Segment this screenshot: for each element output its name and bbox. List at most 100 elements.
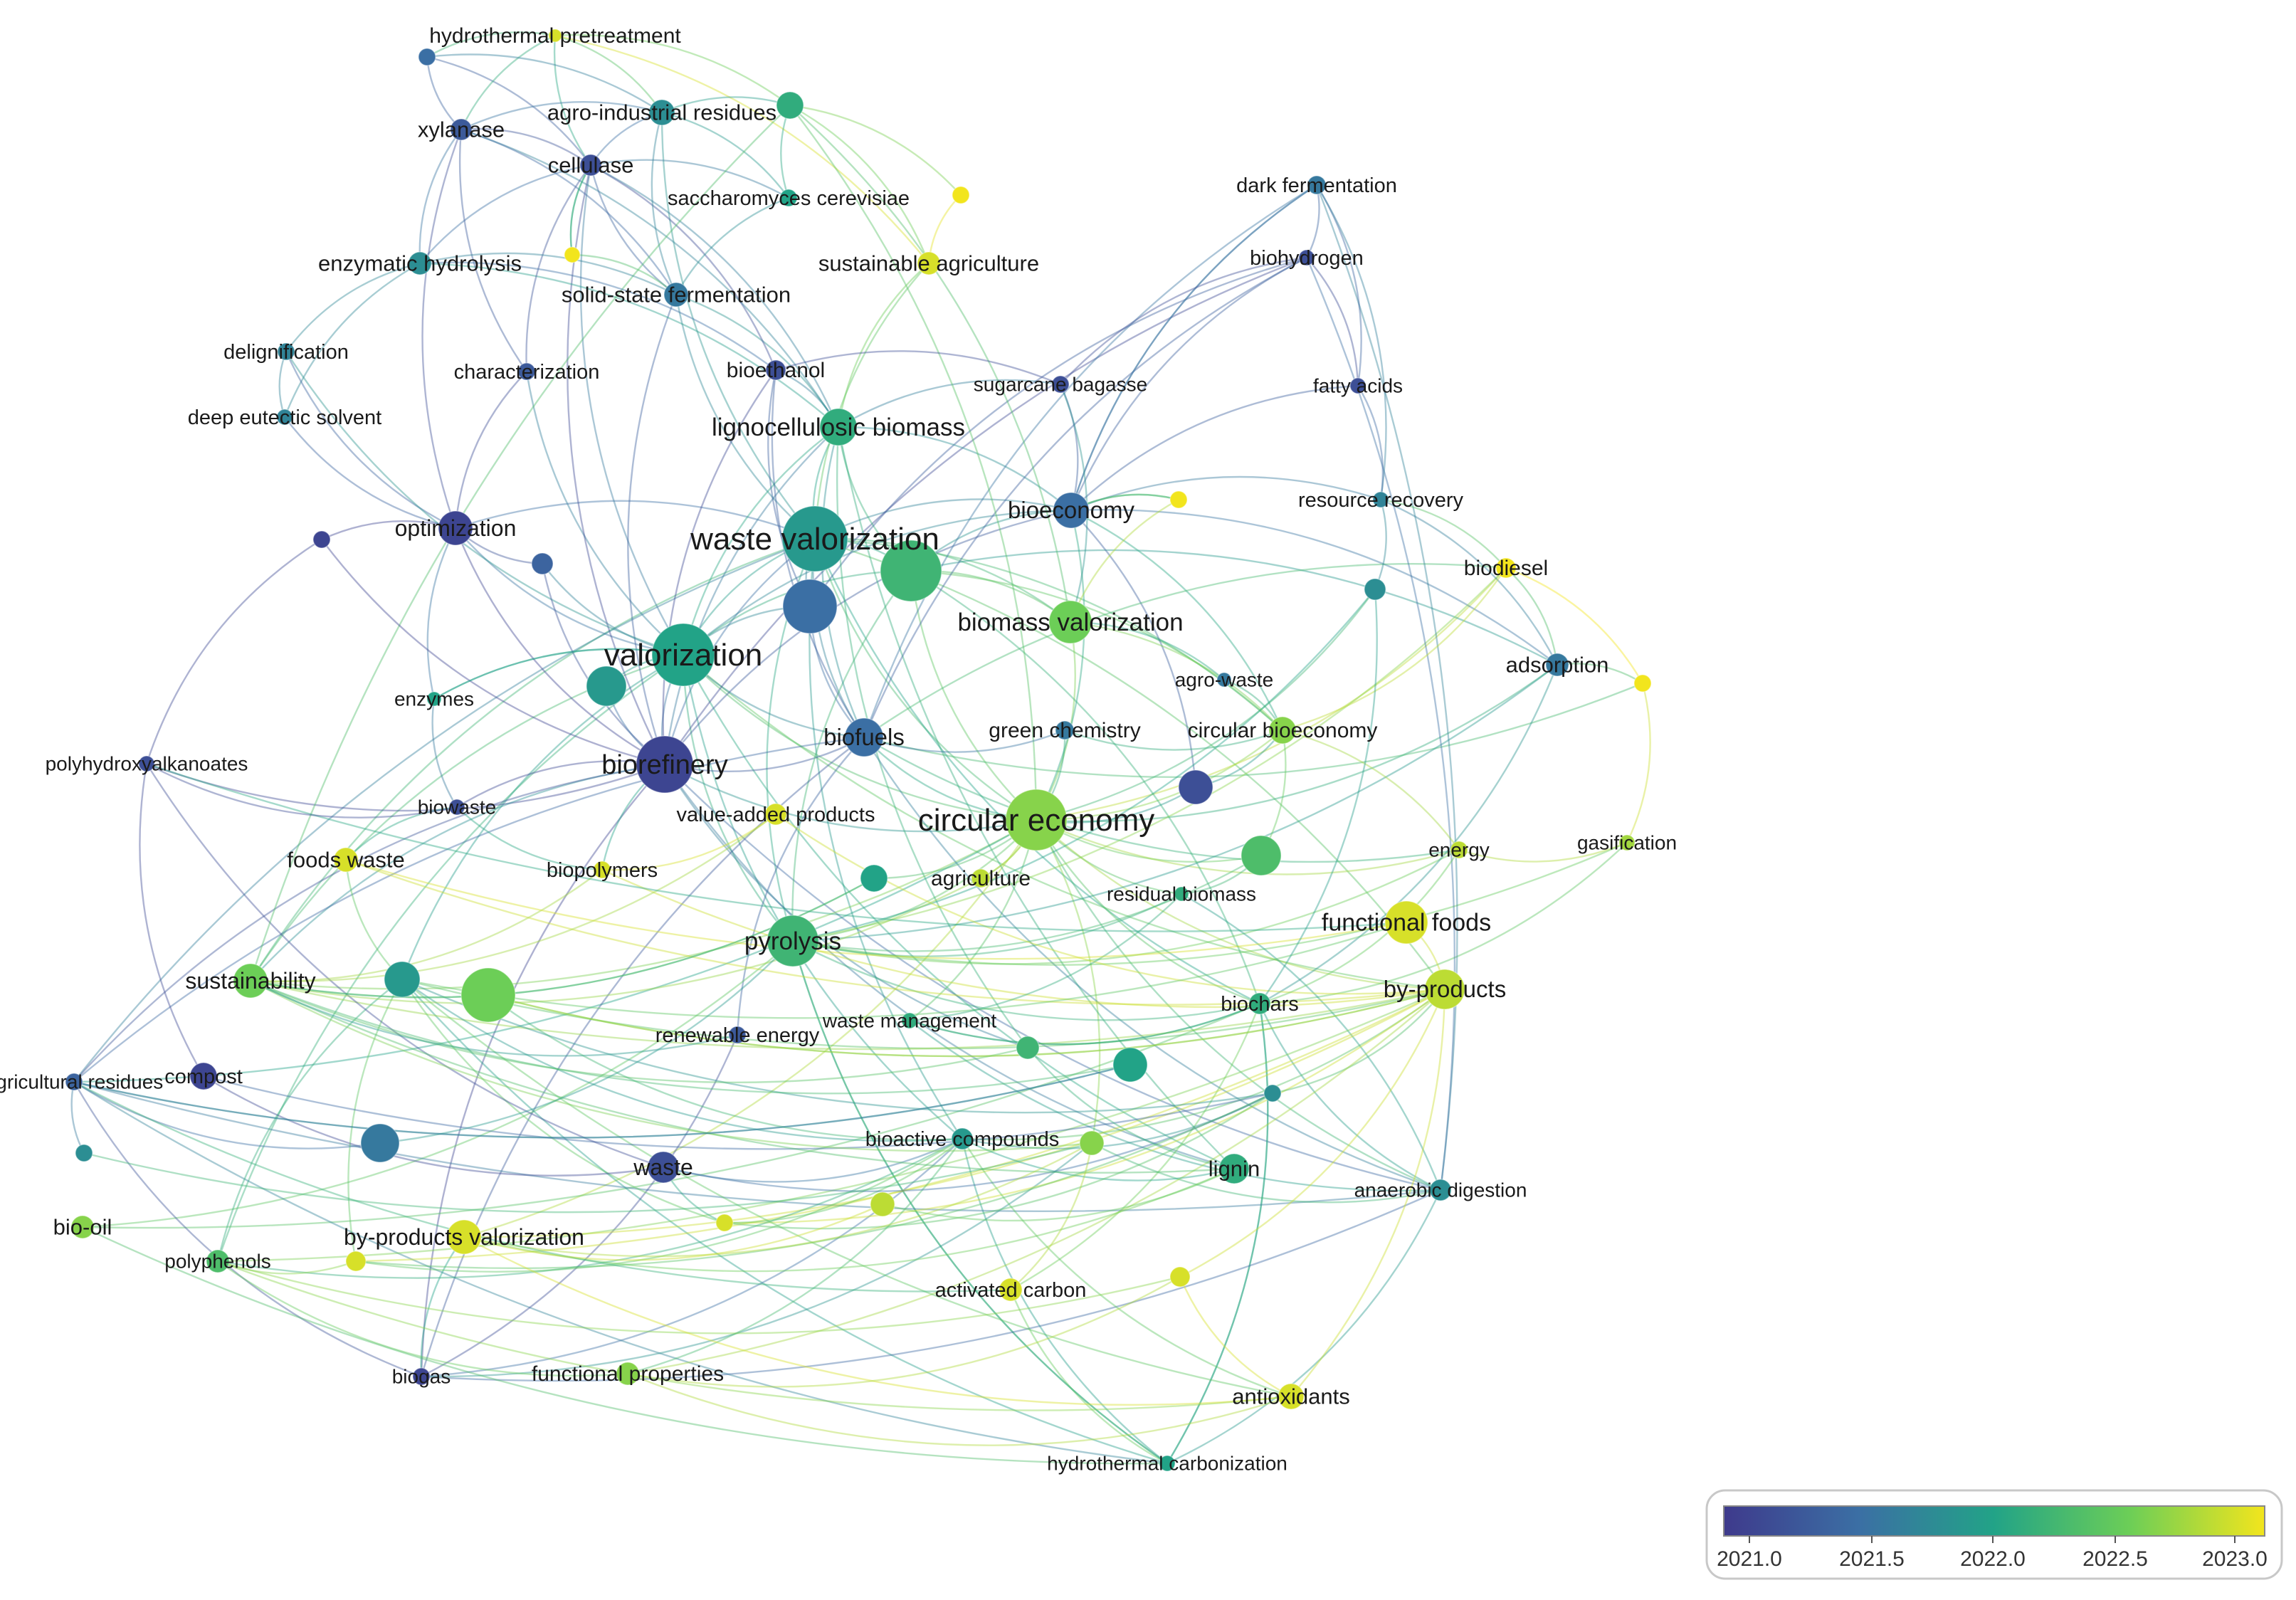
keyword-node[interactable] (767, 915, 819, 967)
keyword-node[interactable] (189, 1062, 218, 1090)
keyword-node[interactable] (616, 1362, 640, 1386)
keyword-node[interactable] (1005, 789, 1068, 851)
keyword-node[interactable] (438, 510, 473, 546)
keyword-label: biochars (1221, 993, 1299, 1016)
keyword-node[interactable] (548, 28, 562, 43)
network-link (460, 34, 556, 130)
keyword-node[interactable] (1263, 1084, 1282, 1102)
keyword-node[interactable] (636, 735, 694, 794)
keyword-node[interactable] (1618, 834, 1636, 851)
keyword-node[interactable] (728, 1026, 747, 1044)
keyword-node[interactable] (312, 530, 331, 549)
network-link (217, 1260, 1292, 1411)
keyword-node[interactable] (1349, 377, 1366, 394)
keyword-node[interactable] (870, 1191, 895, 1217)
keyword-node[interactable] (782, 579, 838, 634)
keyword-node[interactable] (776, 91, 804, 120)
keyword-node[interactable] (446, 1219, 482, 1255)
keyword-node[interactable] (138, 755, 155, 772)
keyword-node[interactable] (517, 362, 536, 381)
keyword-node[interactable] (1307, 175, 1327, 195)
keyword-node[interactable] (999, 1278, 1023, 1302)
keyword-node[interactable] (384, 961, 421, 998)
keyword-node[interactable] (844, 717, 884, 757)
keyword-node[interactable] (75, 1144, 93, 1162)
keyword-node[interactable] (531, 552, 554, 575)
keyword-node[interactable] (426, 691, 442, 707)
keyword-node[interactable] (951, 1127, 974, 1150)
keyword-node[interactable] (1079, 1130, 1105, 1156)
keyword-node[interactable] (70, 1215, 95, 1239)
keyword-node[interactable] (1048, 600, 1092, 644)
keyword-node[interactable] (648, 99, 675, 126)
keyword-node[interactable] (593, 860, 611, 879)
keyword-node[interactable] (1216, 672, 1232, 688)
keyword-node[interactable] (1159, 1455, 1176, 1472)
keyword-node[interactable] (647, 1151, 680, 1184)
keyword-node[interactable] (579, 154, 602, 177)
keyword-node[interactable] (448, 799, 465, 816)
keyword-node[interactable] (1248, 992, 1271, 1015)
network-link (250, 979, 1445, 1051)
keyword-node[interactable] (333, 847, 359, 873)
keyword-node[interactable] (952, 186, 970, 204)
keyword-node[interactable] (1169, 490, 1188, 509)
keyword-node[interactable] (1268, 716, 1297, 744)
keyword-node[interactable] (901, 1012, 918, 1029)
keyword-node[interactable] (764, 803, 787, 826)
keyword-node[interactable] (345, 1251, 367, 1272)
network-link (1035, 819, 1101, 1144)
keyword-node[interactable] (408, 251, 432, 275)
keyword-node[interactable] (412, 1367, 431, 1386)
keyword-node[interactable] (819, 408, 858, 446)
keyword-node[interactable] (418, 48, 436, 66)
keyword-node[interactable] (1169, 1266, 1191, 1288)
keyword-node[interactable] (1364, 578, 1386, 601)
keyword-node[interactable] (1545, 653, 1569, 677)
keyword-node[interactable] (1016, 1036, 1040, 1060)
keyword-node[interactable] (971, 868, 991, 888)
keyword-node[interactable] (1633, 674, 1652, 693)
keyword-node[interactable] (1278, 1383, 1305, 1410)
keyword-node[interactable] (65, 1073, 83, 1091)
keyword-node[interactable] (1424, 969, 1465, 1010)
keyword-node[interactable] (1051, 375, 1070, 394)
keyword-node[interactable] (233, 963, 268, 999)
keyword-node[interactable] (450, 118, 473, 141)
keyword-node[interactable] (765, 359, 786, 381)
keyword-node[interactable] (1495, 557, 1517, 579)
keyword-node[interactable] (651, 623, 715, 687)
keyword-node[interactable] (715, 1214, 734, 1232)
keyword-node[interactable] (1178, 769, 1213, 805)
network-link (792, 940, 1260, 1021)
keyword-node[interactable] (663, 282, 689, 307)
keyword-node[interactable] (1450, 841, 1468, 859)
keyword-node[interactable] (1112, 1047, 1148, 1083)
keyword-node[interactable] (206, 1249, 230, 1273)
network-link (419, 262, 839, 428)
keyword-node[interactable] (1298, 249, 1315, 266)
keyword-node[interactable] (1053, 492, 1090, 529)
keyword-node[interactable] (781, 505, 848, 572)
network-link (456, 806, 603, 871)
keyword-node[interactable] (460, 967, 516, 1023)
keyword-node[interactable] (564, 246, 581, 263)
keyword-node[interactable] (1218, 1153, 1250, 1184)
network-link (661, 111, 789, 199)
keyword-node[interactable] (1055, 720, 1075, 740)
keyword-node[interactable] (1429, 1179, 1452, 1201)
keyword-node[interactable] (360, 1123, 400, 1163)
keyword-node[interactable] (880, 540, 942, 602)
keyword-node[interactable] (1384, 900, 1428, 944)
network-link (863, 729, 1065, 753)
keyword-node[interactable] (860, 864, 888, 893)
keyword-node[interactable] (917, 251, 941, 275)
keyword-node[interactable] (277, 342, 295, 361)
keyword-node[interactable] (1241, 835, 1282, 876)
keyword-node[interactable] (779, 189, 798, 207)
network-link (421, 1189, 1441, 1382)
keyword-node[interactable] (276, 409, 293, 426)
keyword-node[interactable] (1372, 491, 1389, 508)
keyword-node[interactable] (586, 665, 627, 707)
keyword-node[interactable] (1174, 886, 1189, 902)
